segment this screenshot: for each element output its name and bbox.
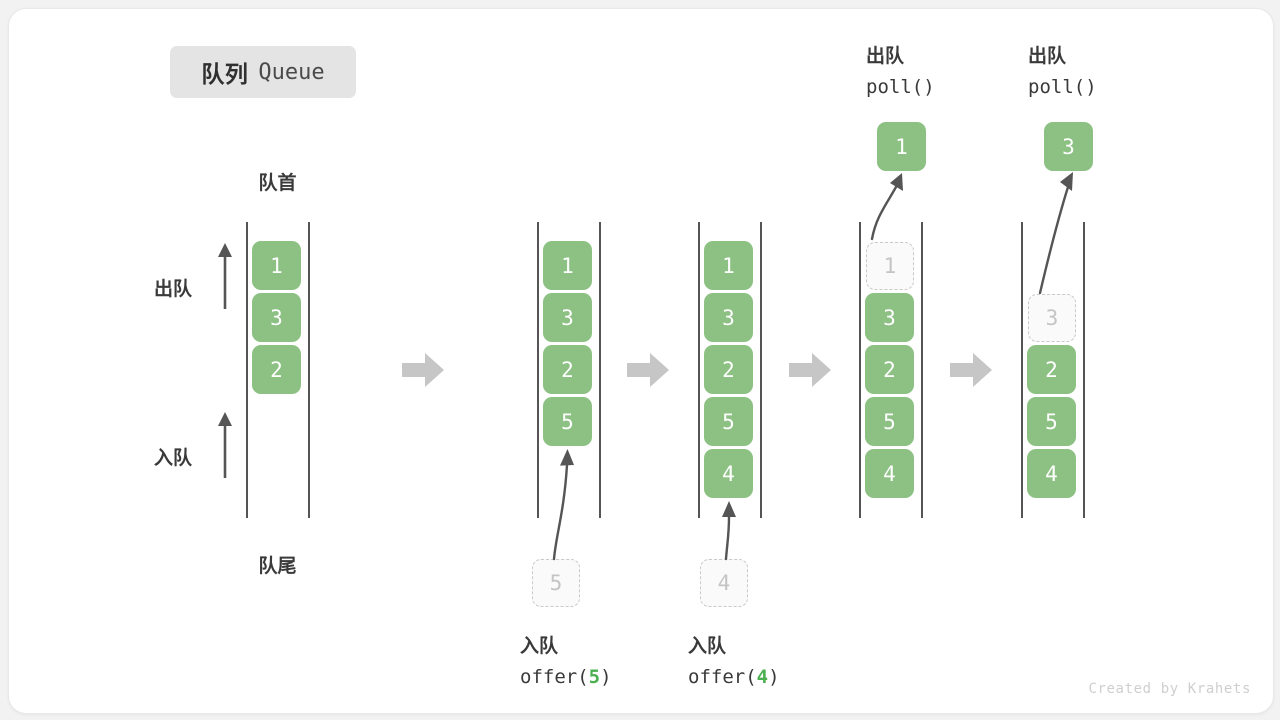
label-queue-tail: 队尾 [258,556,297,577]
curved-arrow-icon-enqueue-5 [537,443,597,563]
rail-right-state-5 [1083,222,1085,518]
queue-cell: 4 [1027,449,1076,498]
title-english: Queue [258,59,325,85]
arrow-right-icon [625,347,671,393]
queue-cell-removed: 3 [1028,294,1076,342]
rail-right-state-3 [760,222,762,518]
pending-cell: 4 [700,559,748,607]
arrow-right-icon [400,347,446,393]
curved-arrow-icon-dequeue-1 [854,167,924,243]
rail-left-state-3 [698,222,700,518]
queue-cell: 1 [704,241,753,290]
queue-cell: 3 [704,293,753,342]
rail-left-state-5 [1021,222,1023,518]
queue-cell: 5 [704,397,753,446]
queue-cell: 2 [865,345,914,394]
caption-dequeue-3: 出队 [1028,46,1067,67]
arrow-up-icon-dequeue [215,241,235,309]
queue-cell: 5 [1027,397,1076,446]
rail-left-state-4 [859,222,861,518]
caption-code-offer-5: offer(5) [520,666,612,688]
popped-cell: 3 [1044,122,1093,171]
title-chinese: 队列 [201,61,249,87]
queue-cell: 2 [543,345,592,394]
popped-cell: 1 [877,122,926,171]
queue-cell: 3 [252,293,301,342]
queue-cell-new: 4 [704,449,753,498]
caption-code-offer-4: offer(4) [688,666,780,688]
rail-right-state-2 [599,222,601,518]
curved-arrow-icon-dequeue-3 [1014,167,1094,297]
diagram-title-chip: 队列 Queue [170,46,356,98]
offer-prefix: offer( [688,666,757,688]
queue-cell: 4 [865,449,914,498]
queue-cell: 1 [252,241,301,290]
arrow-up-icon-enqueue [215,410,235,478]
offer-arg: 5 [588,666,601,688]
offer-arg: 4 [756,666,769,688]
caption-enqueue-4: 入队 [688,636,727,657]
arrow-right-icon [787,347,833,393]
credit-text: Created by Krahets [1088,681,1251,697]
rail-left-state-1 [246,222,248,518]
queue-cell: 5 [865,397,914,446]
diagram-canvas: 队列 Queue 队首 队尾 出队 入队 1 3 2 1 3 2 5 5 [8,8,1274,714]
offer-suffix: ) [768,666,780,688]
queue-cell: 2 [704,345,753,394]
rail-right-state-4 [921,222,923,518]
queue-cell-removed: 1 [866,242,914,290]
queue-cell: 1 [543,241,592,290]
curved-arrow-icon-enqueue-4 [705,495,755,563]
caption-code-poll-1: poll() [866,76,935,98]
caption-dequeue-1: 出队 [866,46,905,67]
caption-code-poll-3: poll() [1028,76,1097,98]
arrow-right-icon [948,347,994,393]
queue-cell: 2 [252,345,301,394]
queue-cell: 2 [1027,345,1076,394]
queue-cell: 3 [543,293,592,342]
pending-cell: 5 [532,559,580,607]
offer-suffix: ) [600,666,612,688]
queue-cell: 3 [865,293,914,342]
caption-enqueue-5: 入队 [520,636,559,657]
offer-prefix: offer( [520,666,589,688]
label-enqueue: 入队 [154,448,193,469]
label-queue-head: 队首 [258,173,297,194]
label-dequeue: 出队 [154,279,193,300]
rail-right-state-1 [308,222,310,518]
rail-left-state-2 [537,222,539,518]
queue-cell-new: 5 [543,397,592,446]
